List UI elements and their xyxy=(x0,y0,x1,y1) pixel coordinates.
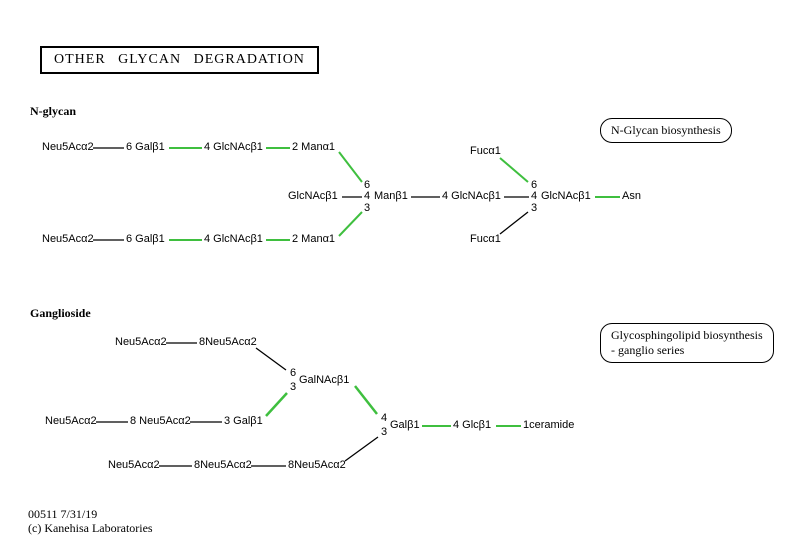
map-title: OTHER GLYCAN DEGRADATION xyxy=(40,46,319,74)
glycan-node: Manβ1 xyxy=(374,190,408,202)
glycan-node: 4 Glcβ1 xyxy=(453,419,492,431)
bond-line-green xyxy=(338,151,363,183)
glycan-node: 4 GlcNAcβ1 xyxy=(204,141,263,153)
map-id: 00511 7/31/19 xyxy=(28,507,98,521)
glycan-node: 8 Neu5Acα2 xyxy=(130,415,191,427)
glycan-node: Neu5Acα2 xyxy=(108,459,160,471)
pathway-link-nglycan-biosynthesis[interactable]: N-Glycan biosynthesis xyxy=(600,118,732,143)
glycan-node: Fucα1 xyxy=(470,145,501,157)
linkage-number: 3 xyxy=(381,426,388,438)
glycan-node: 3 Galβ1 xyxy=(224,415,263,427)
bond-line-green xyxy=(499,157,529,183)
glycan-node: 4 GlcNAcβ1 xyxy=(204,233,263,245)
glycan-node: Neu5Acα2 xyxy=(115,336,167,348)
glycan-node: GlcNAcβ1 xyxy=(541,190,591,202)
section-label-nglycan: N-glycan xyxy=(30,104,76,118)
pathway-link-label: N-Glycan biosynthesis xyxy=(611,123,721,137)
glycan-node: GlcNAcβ1 xyxy=(288,190,338,202)
pathway-link-glycosphingolipid-biosynthesis[interactable]: Glycosphingolipid biosynthesis - ganglio… xyxy=(600,323,774,363)
linkage-number: 3 xyxy=(531,202,538,214)
glycan-node: Neu5Acα2 xyxy=(42,141,94,153)
linkage-number: 6 xyxy=(364,179,371,191)
linkage-number: 4 xyxy=(531,190,538,202)
bond-line xyxy=(499,211,529,235)
copyright: (c) Kanehisa Laboratories xyxy=(28,521,153,535)
asn-node: Asn xyxy=(622,190,641,202)
linkage-number: 6 xyxy=(290,367,297,379)
glycan-node: 8Neu5Acα2 xyxy=(194,459,252,471)
linkage-number: 4 xyxy=(381,412,388,424)
glycan-node: 8Neu5Acα2 xyxy=(199,336,257,348)
glycan-node: Neu5Acα2 xyxy=(45,415,97,427)
pathway-link-label-line2: - ganglio series xyxy=(611,343,685,357)
glycan-node: 8Neu5Acα2 xyxy=(288,459,346,471)
linkage-number: 3 xyxy=(290,381,297,393)
glycan-node: Galβ1 xyxy=(390,419,420,431)
glycan-node: 2 Manα1 xyxy=(292,141,336,153)
linkage-number: 6 xyxy=(531,179,538,191)
glycan-node: 6 Galβ1 xyxy=(126,141,165,153)
bond-line xyxy=(255,347,287,371)
glycan-node: Neu5Acα2 xyxy=(42,233,94,245)
ceramide-node: 1ceramide xyxy=(523,419,575,431)
bond-line-green xyxy=(265,392,288,417)
bond-line-green xyxy=(338,211,363,237)
glycan-node: 4 GlcNAcβ1 xyxy=(442,190,501,202)
bond-line-green xyxy=(354,385,378,415)
glycan-node: Fucα1 xyxy=(470,233,501,245)
section-label-ganglioside: Ganglioside xyxy=(30,306,91,320)
pathway-link-label-line1: Glycosphingolipid biosynthesis xyxy=(611,328,763,342)
bond-line xyxy=(344,436,379,462)
glycan-node: 6 Galβ1 xyxy=(126,233,165,245)
linkage-number: 4 xyxy=(364,190,371,202)
linkage-number: 3 xyxy=(364,202,371,214)
glycan-node: 2 Manα1 xyxy=(292,233,336,245)
glycan-node: GalNAcβ1 xyxy=(299,374,350,386)
